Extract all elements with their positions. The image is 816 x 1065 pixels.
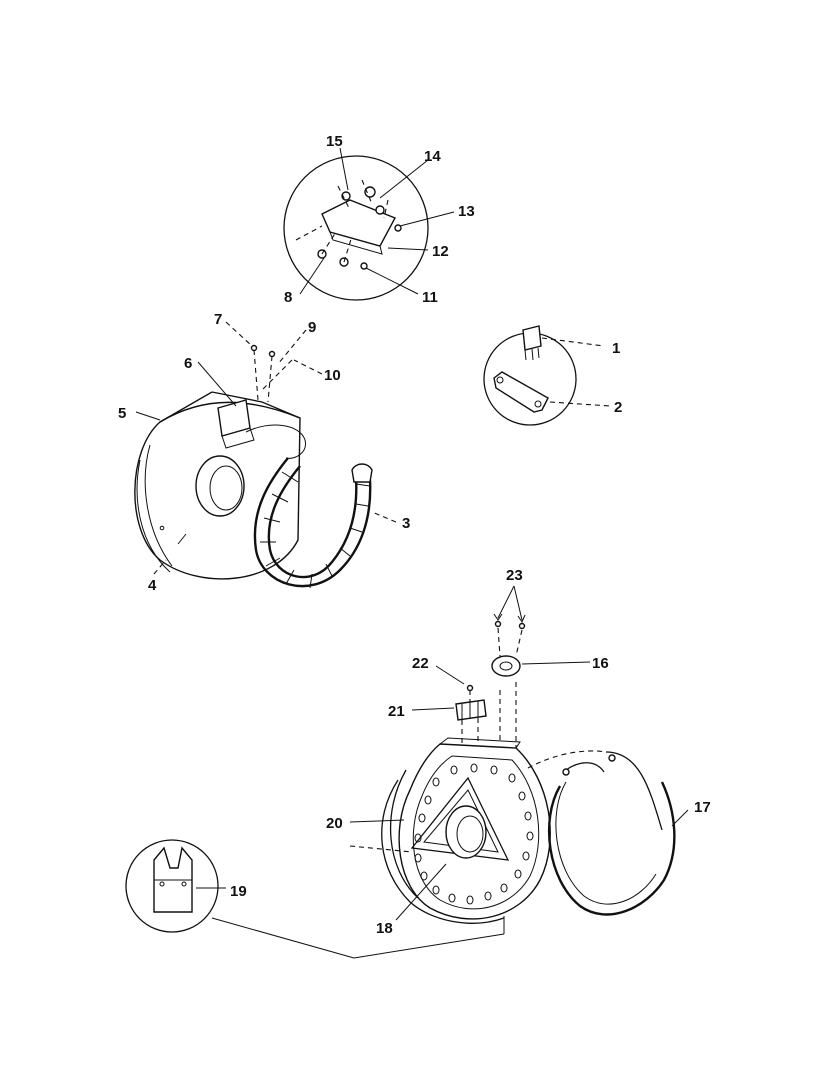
upper-housing-assembly [134, 321, 397, 589]
callout-19: 19 [230, 883, 247, 900]
callout-22: 22 [412, 655, 429, 672]
callout-11: 11 [422, 289, 438, 306]
callout-20: 20 [326, 815, 343, 832]
callout-8: 8 [284, 289, 292, 306]
lower-housing-assembly [349, 585, 689, 924]
callout-17: 17 [694, 799, 711, 816]
callout-9: 9 [308, 319, 316, 336]
bracket-detail-circle [283, 147, 455, 301]
callout-13: 13 [458, 203, 475, 220]
vent-holes [414, 763, 534, 905]
callout-18: 18 [376, 920, 393, 937]
callout-16: 16 [592, 655, 609, 672]
callout-5: 5 [118, 405, 126, 422]
callout-14: 14 [424, 148, 441, 165]
callout-15: 15 [326, 133, 343, 150]
switch-detail-circle [483, 325, 611, 426]
callout-6: 6 [184, 355, 192, 372]
clip-detail-circle [125, 839, 505, 959]
hose-ribs [260, 471, 371, 589]
callout-21: 21 [388, 703, 405, 720]
callout-3: 3 [402, 515, 410, 532]
callout-10: 10 [324, 367, 341, 384]
callout-2: 2 [614, 399, 622, 416]
callout-7: 7 [214, 311, 222, 328]
callout-1: 1 [612, 340, 620, 357]
callout-4: 4 [148, 577, 157, 594]
callout-23: 23 [506, 567, 523, 584]
callout-12: 12 [432, 243, 449, 260]
callout-labels: 1 2 3 4 5 6 7 8 9 10 11 12 13 14 15 16 1… [118, 133, 711, 937]
